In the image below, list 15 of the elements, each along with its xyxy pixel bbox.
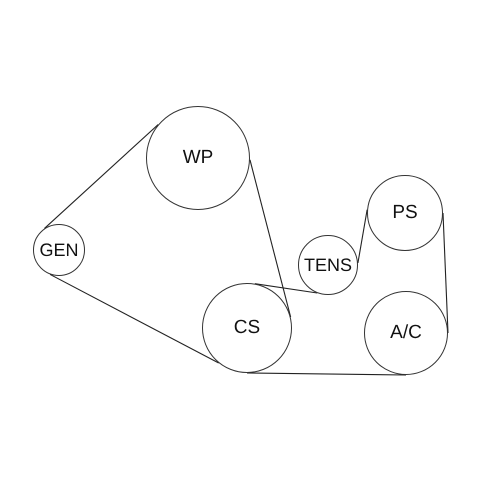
- pulley-circle: [33, 224, 85, 276]
- pulley-label: CS: [234, 317, 260, 339]
- belt-line: [254, 283, 318, 294]
- belt-line: [249, 160, 292, 318]
- belt-line: [50, 274, 219, 364]
- pulley-label: PS: [392, 202, 418, 224]
- belt-line: [442, 212, 449, 334]
- belt-line: [247, 372, 406, 376]
- pulley-circle: [298, 235, 358, 295]
- pulley-label: A/C: [390, 322, 422, 344]
- pulley-label: TENS: [304, 254, 352, 276]
- belt-line: [357, 210, 368, 263]
- pulley-label: GEN: [39, 240, 78, 260]
- belt-line: [44, 124, 159, 229]
- pulley-label: WP: [182, 147, 214, 169]
